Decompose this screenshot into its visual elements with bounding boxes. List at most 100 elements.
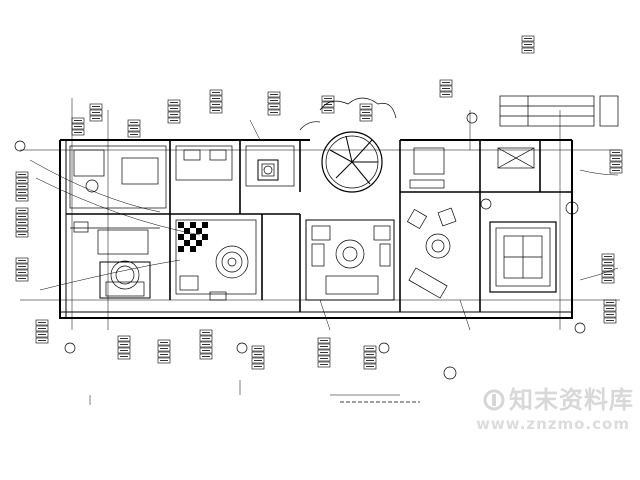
- annotation-tag: [321, 107, 335, 114]
- annotation-tag: [15, 213, 29, 220]
- annotation-tag: [601, 277, 615, 284]
- annotation-tag: [609, 149, 623, 156]
- annotation-tag: [601, 271, 615, 278]
- annotation-tag: [89, 103, 103, 110]
- grid-bubbles: [14, 112, 586, 380]
- annotation-tag: [251, 351, 265, 358]
- annotation-tag: [199, 329, 213, 336]
- annotation-tag: [267, 91, 281, 98]
- annotation-tag: [601, 253, 615, 260]
- annotation-tag: [117, 353, 131, 360]
- annotation-tag: [603, 305, 617, 312]
- annotation-tag: [603, 299, 617, 306]
- annotation-tag: [209, 107, 223, 114]
- annotation-tag: [359, 103, 373, 110]
- left-room: [69, 145, 167, 299]
- annotation-tag: [439, 79, 453, 86]
- annotation-tag: [15, 177, 29, 184]
- leader-lines: [20, 98, 620, 405]
- bath-rooms: [175, 145, 295, 187]
- annotation-tag: [251, 345, 265, 352]
- annotation-tag: [209, 89, 223, 96]
- annotation-tags: [15, 35, 623, 370]
- annotation-tag: [317, 337, 331, 344]
- annotation-tag: [199, 353, 213, 360]
- annotation-tag: [127, 125, 141, 132]
- annotation-tag: [71, 123, 85, 130]
- annotation-tag: [15, 189, 29, 196]
- annotation-tag: [157, 339, 171, 346]
- annotation-tag: [359, 115, 373, 122]
- annotation-tag: [317, 349, 331, 356]
- round-dining: [299, 97, 397, 193]
- annotation-tag: [199, 335, 213, 342]
- annotation-tag: [317, 343, 331, 350]
- annotation-tag: [363, 351, 377, 358]
- annotation-tag: [89, 109, 103, 116]
- annotation-tag: [317, 361, 331, 368]
- annotation-tag: [71, 117, 85, 124]
- annotation-tag: [127, 119, 141, 126]
- annotation-tag: [199, 347, 213, 354]
- right-room: [480, 147, 579, 293]
- interior-walls: [66, 140, 572, 312]
- annotation-tag: [167, 117, 181, 124]
- exterior-walls: [59, 139, 573, 319]
- annotation-tag: [521, 47, 535, 54]
- annotation-tag: [363, 363, 377, 370]
- tile-room: [175, 219, 257, 301]
- annotation-tag: [15, 171, 29, 178]
- annotation-tag: [15, 225, 29, 232]
- annotation-tag: [127, 131, 141, 138]
- title-block: [499, 95, 619, 127]
- annotation-tag: [359, 109, 373, 116]
- annotation-tag: [15, 231, 29, 238]
- annotation-tag: [317, 355, 331, 362]
- annotation-tag: [521, 35, 535, 42]
- annotation-tag: [251, 357, 265, 364]
- annotation-tag: [15, 183, 29, 190]
- annotation-tag: [117, 347, 131, 354]
- annotation-tag: [267, 109, 281, 116]
- annotation-tag: [71, 129, 85, 136]
- annotation-tag: [167, 99, 181, 106]
- annotation-tag: [609, 167, 623, 174]
- annotation-tag: [15, 263, 29, 270]
- annotation-tag: [601, 265, 615, 272]
- annotation-tag: [15, 207, 29, 214]
- annotation-tag: [521, 41, 535, 48]
- annotation-tag: [15, 219, 29, 226]
- annotation-tag: [601, 259, 615, 266]
- annotation-tag: [157, 357, 171, 364]
- annotation-tag: [89, 115, 103, 122]
- right-lounge: [406, 147, 457, 299]
- annotation-tag: [267, 97, 281, 104]
- annotation-tag: [603, 317, 617, 324]
- central-living: [305, 219, 395, 301]
- annotation-tag: [117, 335, 131, 342]
- annotation-tag: [267, 103, 281, 110]
- annotation-tag: [209, 95, 223, 102]
- annotation-tag: [321, 101, 335, 108]
- annotation-tag: [35, 325, 49, 332]
- annotation-tag: [35, 337, 49, 344]
- annotation-tag: [439, 91, 453, 98]
- annotation-tag: [157, 345, 171, 352]
- annotation-tag: [15, 257, 29, 264]
- annotation-tag: [609, 161, 623, 168]
- annotation-tag: [15, 195, 29, 202]
- annotation-tag: [251, 363, 265, 370]
- annotation-tag: [609, 155, 623, 162]
- annotation-tag: [199, 341, 213, 348]
- annotation-tag: [363, 357, 377, 364]
- annotation-tag: [117, 341, 131, 348]
- annotation-tag: [167, 111, 181, 118]
- annotation-tag: [35, 319, 49, 326]
- annotation-tag: [363, 345, 377, 352]
- annotation-tag: [603, 311, 617, 318]
- annotation-tag: [167, 105, 181, 112]
- annotation-tag: [15, 275, 29, 282]
- annotation-tag: [35, 331, 49, 338]
- annotation-tag: [157, 351, 171, 358]
